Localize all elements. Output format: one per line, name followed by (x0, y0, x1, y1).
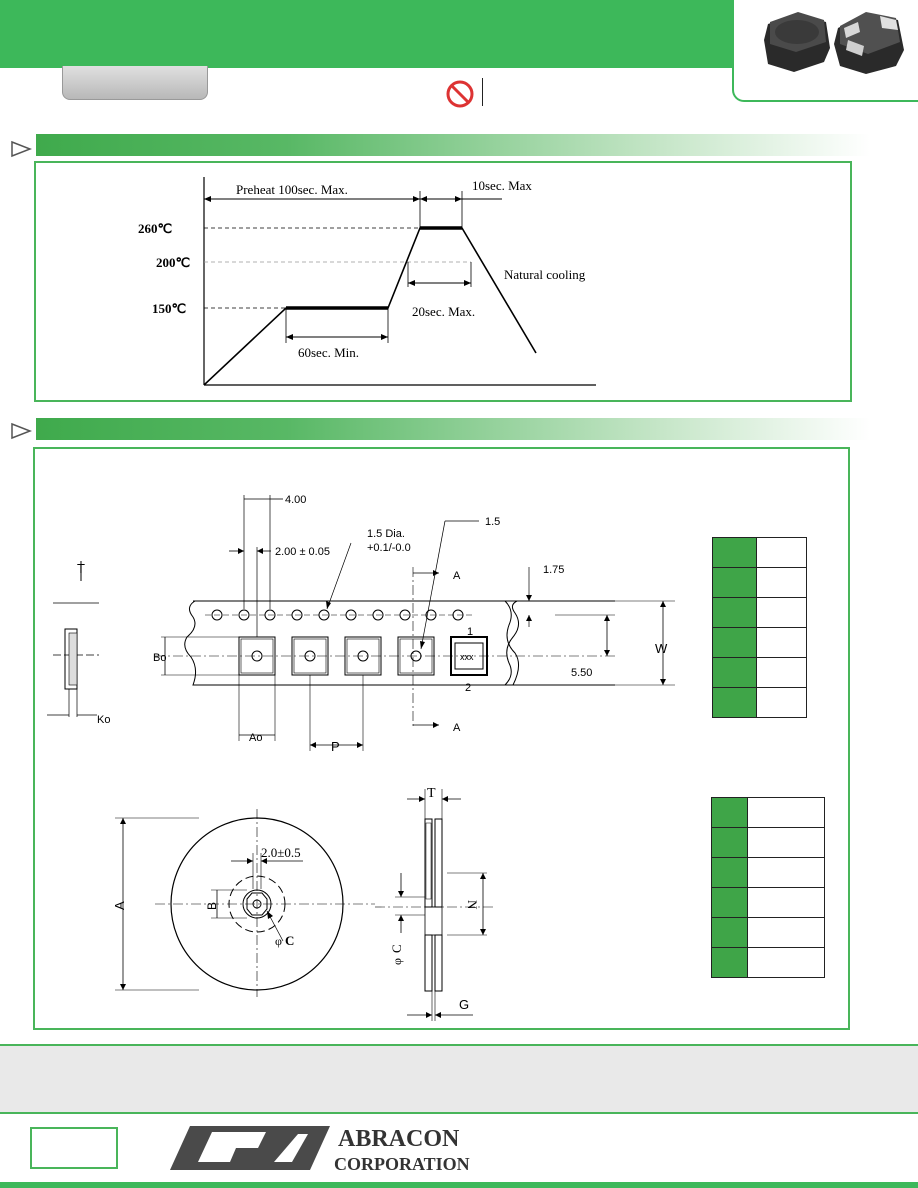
header-band (0, 0, 732, 68)
w-label: W (655, 641, 668, 656)
marking-label: xxx (460, 652, 474, 662)
section-arrow-icon (11, 422, 32, 440)
reel-dimension-table (711, 797, 825, 978)
reflow-profile-chart: 260℃ 200℃ 150℃ Preheat 100sec. Max. 10se… (138, 177, 596, 386)
tape-side-view: T Ko (47, 561, 110, 726)
reel-g-label: G (459, 997, 469, 1012)
footer-bottom-band (0, 1182, 918, 1188)
reel-t-label: T (427, 786, 436, 801)
reel-b-label: B (205, 902, 219, 910)
logo-name: ABRACON (338, 1126, 460, 1152)
profile-curve (203, 227, 537, 386)
ten-sec-label: 10sec. Max (472, 178, 532, 193)
footer-band (0, 1044, 918, 1114)
dim-175-label: 1.75 (543, 564, 564, 576)
pin-1-label: 1 (467, 626, 473, 638)
twenty-sec-label: 20sec. Max. (412, 304, 475, 319)
reflow-frame: 260℃ 200℃ 150℃ Preheat 100sec. Max. 10se… (34, 161, 852, 402)
product-photo-panel (732, 0, 918, 102)
section-a-top-label: A (453, 570, 461, 582)
tape-top-view: xxx 1 2 A A 4.00 2.00 ± 0.05 (153, 494, 675, 754)
tape-ko-label: Ko (97, 714, 110, 726)
reel-front-view: A B 2.0±0.5 C φ (112, 809, 375, 997)
dim-15-label: 1.5 (485, 516, 500, 528)
reel-c-label: C (285, 933, 294, 948)
section-arrow-icon (11, 140, 32, 158)
sixty-sec-label: 60sec. Min. (298, 345, 359, 360)
tape-reel-drawing: T Ko (47, 494, 675, 1021)
header-divider (482, 78, 483, 106)
temp-150-label: 150℃ (152, 301, 186, 316)
inductor-photo (764, 12, 904, 74)
reel-n-label: N (465, 900, 480, 910)
tape-t-label: T (77, 561, 85, 576)
dim-550-label: 5.50 (571, 667, 592, 679)
section-bar-packaging (36, 418, 870, 440)
abracon-logo: ABRACON CORPORATION (170, 1126, 470, 1174)
phi-icon: φ (390, 958, 404, 965)
reel-20-label: 2.0±0.5 (261, 845, 301, 860)
natural-cooling-label: Natural cooling (504, 267, 586, 282)
temp-260-label: 260℃ (138, 221, 172, 236)
preheat-label: Preheat 100sec. Max. (236, 182, 348, 197)
ao-label: Ao (249, 732, 262, 744)
section-bar-reflow (36, 134, 870, 156)
section-a-bottom-label: A (453, 722, 461, 734)
reel-a-label: A (112, 901, 127, 910)
reel-side-view: T N C φ G (375, 786, 495, 1021)
p-label: P (331, 739, 340, 754)
pin-2-label: 2 (465, 682, 471, 694)
phi-icon: φ (275, 934, 282, 948)
bo-label: Bo (153, 652, 166, 664)
reel-side-c-label: C (389, 944, 404, 953)
hole-dia-label: 1.5 Dia. (367, 528, 405, 540)
pitch-200-label: 2.00 ± 0.05 (275, 546, 330, 558)
logo-sub: CORPORATION (334, 1154, 470, 1174)
hole-tol-label: +0.1/-0.0 (367, 542, 411, 554)
packaging-frame: T Ko (33, 447, 850, 1030)
temp-200-label: 200℃ (156, 255, 190, 270)
grey-tab (62, 66, 208, 100)
prohibited-icon (446, 80, 474, 108)
tape-dimension-table (712, 537, 807, 718)
footer-page-box (30, 1127, 118, 1169)
pitch-400-label: 4.00 (285, 494, 306, 506)
